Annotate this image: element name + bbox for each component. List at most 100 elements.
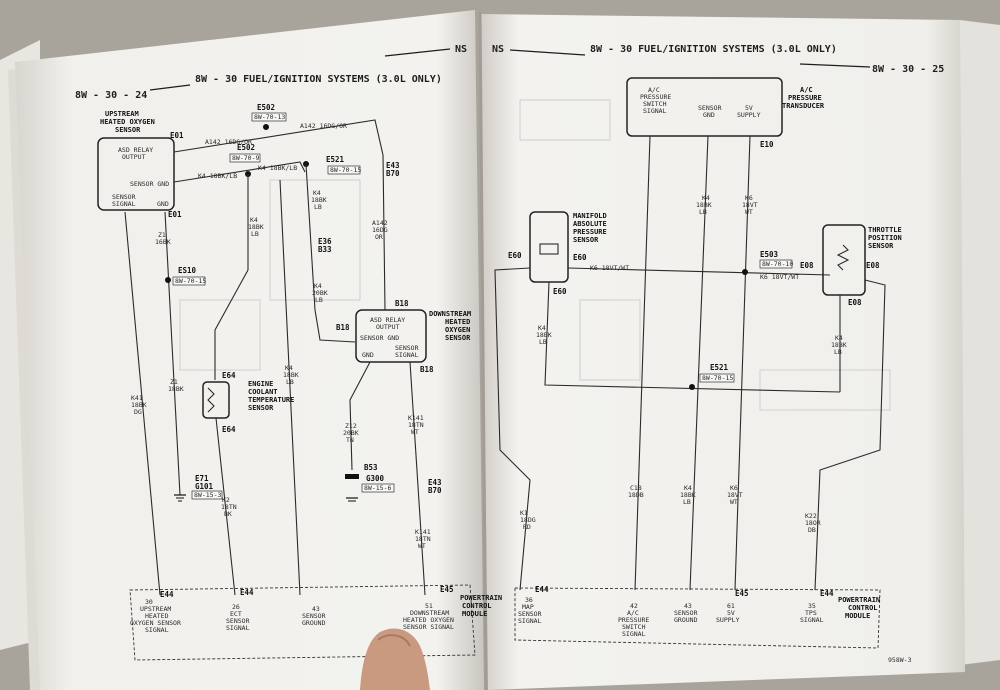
svg-text:K4: K4 xyxy=(538,324,546,332)
svg-text:A/C: A/C xyxy=(627,609,639,617)
right-page-model: NS xyxy=(492,44,504,55)
svg-text:B53: B53 xyxy=(364,463,378,472)
svg-text:E45: E45 xyxy=(440,585,454,594)
svg-text:SENSOR: SENSOR xyxy=(115,126,141,134)
svg-text:36: 36 xyxy=(525,596,533,604)
left-page-number: 8W - 30 - 24 xyxy=(75,90,147,101)
svg-text:C18: C18 xyxy=(630,484,642,492)
svg-text:LB: LB xyxy=(314,203,322,211)
svg-text:TPS: TPS xyxy=(805,609,817,617)
svg-text:SENSOR: SENSOR xyxy=(112,193,136,201)
map-sensor: MANIFOLD ABSOLUTE PRESSURE SENSOR E60 E6… xyxy=(494,211,841,591)
svg-text:K6: K6 xyxy=(745,194,753,202)
svg-text:GND: GND xyxy=(703,111,715,119)
svg-text:BK: BK xyxy=(224,510,232,518)
svg-text:LB: LB xyxy=(699,208,707,216)
svg-text:LB: LB xyxy=(834,348,842,356)
svg-text:E502: E502 xyxy=(237,143,255,152)
svg-text:8W-70-9: 8W-70-9 xyxy=(232,154,259,162)
k4-ground-line: K4 18BK LB E36 B33 K4 20BK LB K4 18BK LB xyxy=(279,163,356,596)
tps-sensor: THROTTLE POSITION SENSOR E08 E08 E08 K4 … xyxy=(800,224,902,591)
svg-text:8W-15-6: 8W-15-6 xyxy=(364,484,391,492)
svg-text:16DG: 16DG xyxy=(372,226,388,234)
svg-text:SENSOR: SENSOR xyxy=(868,242,894,250)
ect-sensor: K4 18BK LB E64 E64 ENGINE COOLANT TEMPER… xyxy=(202,174,294,596)
svg-text:18BK: 18BK xyxy=(168,385,184,393)
svg-text:POWERTRAIN: POWERTRAIN xyxy=(460,594,502,602)
svg-text:K41: K41 xyxy=(131,394,143,402)
svg-text:E45: E45 xyxy=(735,589,749,598)
svg-text:26: 26 xyxy=(232,603,240,611)
svg-text:A142: A142 xyxy=(372,219,388,227)
svg-text:SWITCH: SWITCH xyxy=(643,100,667,108)
svg-text:SENSOR GND: SENSOR GND xyxy=(360,334,399,342)
svg-text:8W-70-15: 8W-70-15 xyxy=(702,374,733,382)
svg-text:WT: WT xyxy=(730,498,738,506)
svg-text:18BK: 18BK xyxy=(311,196,327,204)
svg-text:E64: E64 xyxy=(222,425,236,434)
svg-text:E60: E60 xyxy=(553,287,567,296)
svg-text:E10: E10 xyxy=(760,140,774,149)
svg-text:B70: B70 xyxy=(386,169,400,178)
svg-text:ECT: ECT xyxy=(230,610,242,618)
svg-text:UPSTREAM: UPSTREAM xyxy=(140,605,171,613)
svg-text:OR: OR xyxy=(375,233,383,241)
svg-text:SIGNAL: SIGNAL xyxy=(518,617,542,625)
right-page-title: 8W - 30 FUEL/IGNITION SYSTEMS (3.0L ONLY… xyxy=(590,44,837,55)
svg-text:SENSOR: SENSOR xyxy=(395,344,419,352)
svg-text:18BK: 18BK xyxy=(680,491,696,499)
svg-text:ES10: ES10 xyxy=(178,266,197,275)
svg-text:LB: LB xyxy=(539,338,547,346)
svg-text:ASD RELAY: ASD RELAY xyxy=(370,316,405,324)
svg-text:WT: WT xyxy=(411,428,419,436)
svg-text:SENSOR: SENSOR xyxy=(302,612,326,620)
svg-text:MAP: MAP xyxy=(522,603,534,611)
svg-text:SENSOR: SENSOR xyxy=(698,104,722,112)
page-stack-right xyxy=(960,20,1000,665)
svg-text:LB: LB xyxy=(286,378,294,386)
svg-text:K6 18VT/WT: K6 18VT/WT xyxy=(590,264,629,272)
svg-text:LB: LB xyxy=(251,230,259,238)
svg-text:A142 16DG/OR: A142 16DG/OR xyxy=(205,138,252,146)
svg-text:E43: E43 xyxy=(428,478,442,487)
svg-text:GND: GND xyxy=(362,351,374,359)
svg-text:HEATED OXYGEN: HEATED OXYGEN xyxy=(100,118,155,126)
svg-text:E08: E08 xyxy=(848,298,862,307)
svg-text:E64: E64 xyxy=(222,371,236,380)
svg-text:G300: G300 xyxy=(366,474,385,483)
svg-text:MANIFOLD: MANIFOLD xyxy=(573,212,607,220)
right-page xyxy=(480,14,965,690)
svg-text:HEATED OXYGEN: HEATED OXYGEN xyxy=(403,616,454,624)
svg-text:G101: G101 xyxy=(195,482,214,491)
svg-text:K4: K4 xyxy=(314,282,322,290)
svg-text:SENSOR: SENSOR xyxy=(573,236,599,244)
svg-text:SIGNAL: SIGNAL xyxy=(800,616,824,624)
svg-text:K4: K4 xyxy=(250,216,258,224)
svg-text:B18: B18 xyxy=(336,323,350,332)
svg-text:K22: K22 xyxy=(805,512,817,520)
svg-text:42: 42 xyxy=(630,602,638,610)
svg-text:5V: 5V xyxy=(727,609,735,617)
svg-text:ABSOLUTE: ABSOLUTE xyxy=(573,220,607,228)
svg-text:MODULE: MODULE xyxy=(845,612,870,620)
svg-text:OUTPUT: OUTPUT xyxy=(376,323,400,331)
svg-text:E60: E60 xyxy=(573,253,587,262)
svg-text:A/C: A/C xyxy=(648,86,660,94)
svg-text:E44: E44 xyxy=(535,585,549,594)
svg-text:TN: TN xyxy=(346,436,354,444)
svg-text:SUPPLY: SUPPLY xyxy=(737,111,761,119)
svg-text:SENSOR: SENSOR xyxy=(674,609,698,617)
svg-text:35: 35 xyxy=(808,602,816,610)
svg-text:HEATED: HEATED xyxy=(145,612,169,620)
svg-text:ASD RELAY: ASD RELAY xyxy=(118,146,153,154)
svg-text:E60: E60 xyxy=(508,251,522,260)
svg-text:PRESSURE: PRESSURE xyxy=(573,228,607,236)
svg-text:E01: E01 xyxy=(170,131,184,140)
left-page-header: 8W - 30 - 24 8W - 30 FUEL/IGNITION SYSTE… xyxy=(75,44,467,101)
left-page-model: NS xyxy=(455,44,467,55)
upstream-wiring: A142 16DG/OR A142 16DG/OR 8W-70-13 E502 … xyxy=(124,103,384,596)
svg-text:E36: E36 xyxy=(318,237,332,246)
svg-text:E08: E08 xyxy=(800,261,814,270)
svg-text:SIGNAL: SIGNAL xyxy=(112,200,136,208)
